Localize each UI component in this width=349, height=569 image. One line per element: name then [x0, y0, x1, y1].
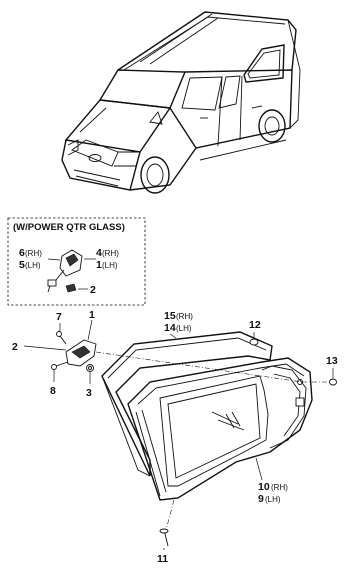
callout-6-side: (RH)	[25, 249, 42, 258]
callout-9: 9	[258, 493, 264, 505]
fastener-part: 13	[302, 355, 338, 386]
callout-14-side: (LH)	[176, 324, 192, 333]
callout-4-side: (RH)	[102, 249, 119, 258]
screw-part: 11	[157, 499, 175, 565]
minivan-illustration	[61, 11, 301, 194]
power-qtr-glass-option-box: (W/POWER QTR GLASS) 6 (RH) 5 (LH) 4 (RH)…	[7, 217, 146, 306]
callout-12: 12	[249, 319, 261, 331]
callout-3: 3	[86, 387, 92, 399]
option-box-title: (W/POWER QTR GLASS)	[13, 222, 125, 233]
callout-11: 11	[157, 553, 168, 565]
callout-5-side: (LH)	[25, 261, 41, 270]
callout-2: 2	[12, 341, 18, 353]
callout-10: 10	[258, 481, 270, 493]
callout-10-side: (RH)	[271, 483, 288, 492]
weatherstrip-part: 15 (RH) 14 (LH)	[101, 310, 273, 477]
actuator-motor-part	[47, 249, 83, 293]
callout-1-box: 1	[96, 259, 102, 271]
callout-9-side: (LH)	[265, 495, 281, 504]
cap-part: 12	[249, 319, 261, 346]
callout-15-side: (RH)	[176, 312, 193, 321]
callout-13: 13	[326, 355, 338, 367]
callout-2-box: 2	[90, 284, 96, 296]
callout-6: 6	[19, 247, 25, 259]
callout-15: 15	[164, 310, 176, 322]
hinge-bracket-assembly: 1 7 2 8 3	[12, 309, 303, 399]
callout-8: 8	[50, 385, 56, 397]
callout-1-box-side: (LH)	[102, 261, 118, 270]
clip-part	[65, 283, 77, 293]
callout-7: 7	[56, 311, 62, 323]
callout-4: 4	[96, 247, 102, 259]
callout-1: 1	[89, 309, 95, 321]
callout-14: 14	[164, 322, 176, 334]
quarter-glass-assembly: 10 (RH) 9 (LH)	[127, 357, 313, 505]
callout-5: 5	[19, 259, 25, 271]
